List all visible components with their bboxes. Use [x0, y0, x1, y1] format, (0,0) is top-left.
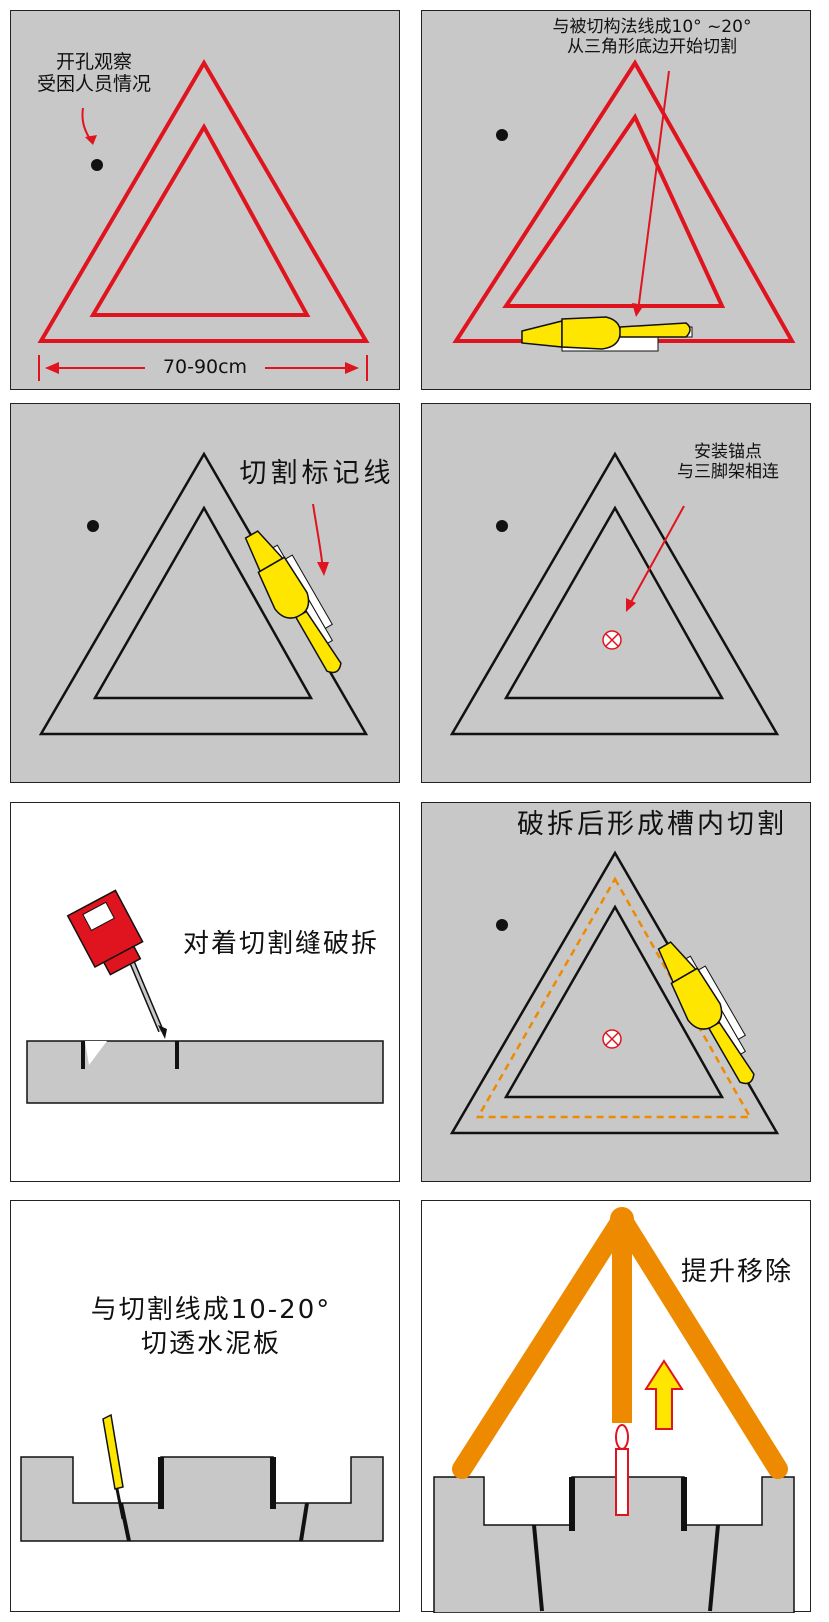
- outer-triangle: [449, 451, 780, 736]
- panel-4-anchor: 安装锚点 与三脚架相连: [421, 403, 811, 783]
- panel-2-drawing: [452, 59, 796, 352]
- saw-tool-yellow: [657, 941, 755, 1085]
- panel-8-lift: 提升移除: [421, 1200, 811, 1613]
- pointer-arrowhead: [632, 303, 644, 317]
- outer-triangle-red: [452, 59, 796, 343]
- mark-line-label: 切割标记线: [239, 458, 395, 489]
- observation-hole: [496, 919, 508, 931]
- outer-triangle-red: [37, 59, 370, 343]
- pointer-line-red: [629, 505, 685, 605]
- panel-7-cut-through: 与切割线成10-20° 切透水泥板: [10, 1200, 400, 1612]
- grooved-concrete-slab: [433, 1476, 795, 1613]
- lifting-hook-icon: [615, 1424, 629, 1516]
- saw-tool-yellow: [521, 316, 693, 352]
- saw-blade-icon: [102, 1413, 125, 1520]
- pointer-arrowhead: [317, 562, 329, 576]
- outer-triangle: [38, 451, 369, 736]
- inner-triangle: [503, 904, 725, 1099]
- panel-1-drawing: [37, 59, 370, 381]
- lift-label: 提升移除: [680, 1257, 793, 1287]
- panel-6-groove-cut: 破拆后形成槽内切割: [421, 802, 811, 1182]
- inner-triangle-red: [89, 122, 311, 317]
- observation-hole: [87, 520, 99, 532]
- anchor-label: 安装锚点 与三脚架相连: [677, 442, 779, 482]
- through-cut-right: [708, 1524, 720, 1612]
- tripod-frame: [452, 1207, 788, 1479]
- chipped-notch: [85, 1041, 107, 1065]
- groove-cut-label: 破拆后形成槽内切割: [517, 809, 787, 840]
- angle-label: 与被切构法线成10° ~20° 从三角形底边开始切割: [552, 17, 752, 57]
- breaker-hammer-icon: [66, 889, 167, 1039]
- break-label: 对着切割缝破拆: [182, 929, 379, 959]
- panel-2-base-cut: 与被切构法线成10° ~20° 从三角形底边开始切割: [421, 10, 811, 390]
- pointer-arrowhead: [85, 135, 97, 145]
- width-arrowhead-right: [345, 362, 359, 374]
- panel-3-mark-line: 切割标记线: [10, 403, 400, 783]
- outer-triangle: [449, 850, 780, 1135]
- saw-tool-yellow: [244, 530, 342, 674]
- through-cut-left: [532, 1524, 544, 1612]
- panel-7-drawing: [20, 1413, 384, 1542]
- panel-4-drawing: [449, 451, 780, 736]
- panel-6-drawing: [449, 850, 780, 1135]
- pointer-line-red: [637, 70, 670, 312]
- observation-hole: [91, 159, 103, 171]
- pointer-arrowhead: [626, 598, 636, 612]
- observation-hole: [496, 129, 508, 141]
- panel-5-drawing: [26, 889, 384, 1104]
- width-arrowhead-left: [45, 362, 59, 374]
- inner-triangle: [503, 505, 725, 700]
- observe-label: 开孔观察 受困人员情况: [36, 51, 151, 95]
- anchor-point-icon: [602, 1029, 622, 1049]
- through-cut-right: [299, 1502, 309, 1542]
- concrete-slab: [26, 1040, 384, 1104]
- through-cut-label: 与切割线成10-20° 切透水泥板: [90, 1295, 332, 1359]
- observation-hole: [496, 520, 508, 532]
- inner-triangle: [92, 505, 314, 700]
- lift-up-arrow-icon: [644, 1359, 684, 1430]
- panel-3-drawing: [38, 451, 369, 736]
- anchor-point-icon: [602, 630, 622, 650]
- panel-5-breaking: 对着切割缝破拆: [10, 802, 400, 1182]
- pointer-arrow-red: [312, 503, 324, 571]
- width-label: 70-90cm: [162, 356, 248, 378]
- panel-8-drawing: [433, 1207, 795, 1613]
- inner-triangle-red: [502, 112, 726, 308]
- grooved-concrete-slab: [20, 1456, 384, 1542]
- panel-1-observation: 开孔观察 受困人员情况 70-90cm: [10, 10, 400, 390]
